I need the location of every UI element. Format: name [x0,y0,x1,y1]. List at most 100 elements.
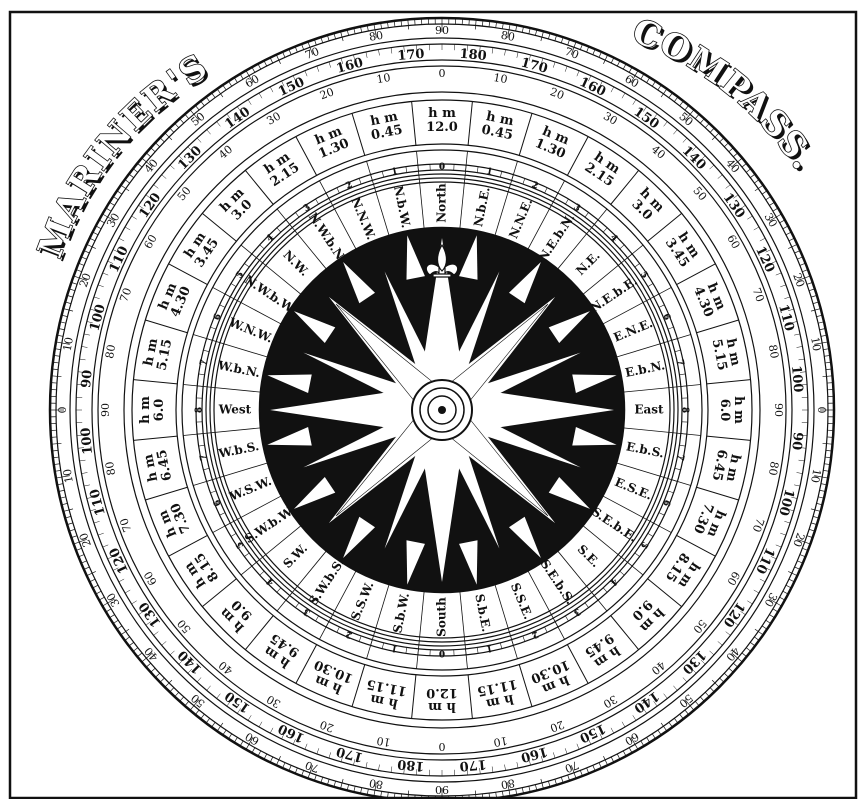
mid-tick [622,93,625,98]
inner-tick [500,643,501,649]
outer-tick [125,637,130,641]
mid-tick [784,297,790,299]
mid-tick [207,686,211,691]
second-scale-label: 140 [631,688,662,716]
outer-tick [705,692,709,696]
outer-tick [647,737,650,742]
point-divider [468,675,472,719]
outer-tick [623,751,626,756]
outer-tick [258,751,261,756]
outer-tick [541,779,544,789]
outer-tick [129,174,134,178]
outer-tick [611,58,614,63]
compass-point-label: N.b.W. [391,185,413,230]
time-label-line: 6.0 [152,399,167,422]
outer-scale-label: 60 [243,730,262,748]
outer-tick [133,648,138,652]
compass-point-label: East [634,403,664,417]
outer-scale-label: 60 [622,730,641,748]
second-scale-label: 120 [136,190,164,221]
second-scale-label: 130 [175,143,205,173]
outer-tick [669,93,673,98]
mid-tick [82,473,88,474]
point-index-label: 3 [302,606,313,618]
mid-tick [776,545,782,547]
mid-tick [248,100,251,105]
compass-rose [260,228,624,592]
time-label-line: 12.0 [426,120,458,135]
second-scale-label: 100 [79,427,96,455]
compass-point-label: S.b.W. [390,592,412,635]
outer-tick [229,734,232,739]
mid-tick [747,601,752,604]
time-label-line: h m [428,699,456,714]
rose-divider [417,591,425,669]
mid-tick [492,48,493,54]
outer-scale-label: 60 [622,72,641,90]
outer-scale-label: 50 [676,691,695,710]
point-index-label: 4 [608,233,620,245]
outer-scale-label: 0 [815,407,828,414]
outer-tick [623,64,626,69]
outer-tick [658,85,661,90]
mid-tick [565,66,567,72]
outer-tick [811,309,821,312]
inner-tick [382,171,383,177]
outer-tick [617,754,620,759]
mid-tick [305,71,307,77]
inner-tick [659,513,664,516]
mid-tick [270,87,273,92]
mid-tick [154,185,159,189]
mid-tick [329,752,331,758]
point-divider [697,320,739,333]
mid-tick [378,50,379,56]
mid-tick [553,752,555,758]
point-index-label: 3 [302,202,313,214]
mid-tick [776,273,782,275]
outer-tick [170,128,174,132]
time-label: h m6.45 [141,448,176,485]
mid-tick [754,590,759,593]
mid-tick [492,766,493,772]
outer-tick [175,692,179,696]
mid-tick [517,52,518,58]
compass-point-label: S.W.b.W. [242,503,297,546]
outer-tick [475,19,476,29]
third-scale-label: 0 [439,740,446,753]
outer-tick [789,238,794,241]
mid-tick [718,175,723,179]
compass-point-label: W.N.W. [226,315,275,346]
mid-tick [633,100,636,105]
compass-point-label: W.b.S. [217,439,261,461]
time-label: h m0.45 [367,109,404,144]
inner-tick [210,491,216,493]
outer-tick [201,101,205,106]
second-scale-label: 180 [459,47,487,64]
mid-tick [760,238,765,241]
time-label: h m1.30 [533,123,573,162]
third-scale-label: 40 [649,143,668,162]
point-index-label: 4 [265,576,277,588]
point-divider [145,320,187,333]
outer-tick [786,232,791,235]
outer-tick [811,509,821,512]
outer-scale-label: 10 [808,336,823,352]
third-scale-label: 10 [492,71,508,86]
outer-scale-label: 10 [61,468,76,484]
mid-tick [132,601,137,604]
outer-tick [212,722,216,727]
outer-tick [93,232,98,235]
outer-tick [133,169,138,173]
inner-tick [231,533,236,536]
third-scale-label: 50 [690,184,709,203]
mid-tick [553,62,555,68]
mid-tick [84,485,90,486]
mid-tick [797,346,803,347]
point-divider [133,436,177,440]
second-scale-label: 140 [679,143,709,173]
outer-tick [408,19,409,29]
time-label: h m0.45 [480,109,517,144]
outer-tick [789,579,794,582]
outer-tick [783,591,788,594]
mid-tick [119,579,124,582]
